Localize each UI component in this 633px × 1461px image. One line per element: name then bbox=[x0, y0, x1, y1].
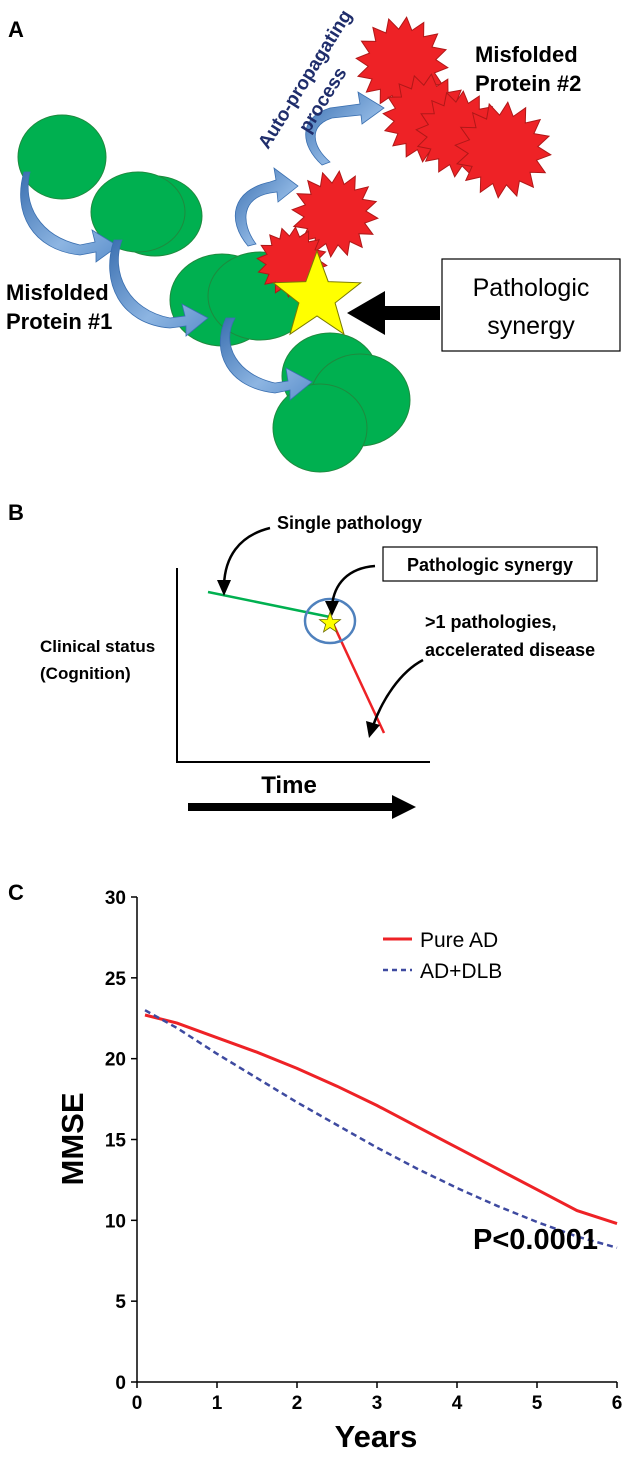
protein2-starburst bbox=[454, 101, 552, 199]
curl-arrow-icon bbox=[20, 171, 119, 263]
protein1-circle bbox=[17, 114, 107, 200]
x-tick-label: 5 bbox=[532, 1393, 543, 1414]
series-line-ad-dlb bbox=[144, 1009, 618, 1250]
multi-pathology-label-line1: >1 pathologies, bbox=[425, 612, 557, 632]
x-axis-label: Years bbox=[335, 1419, 418, 1454]
accelerated-decline-line bbox=[328, 616, 386, 734]
clinical-status-label-line1: Clinical status bbox=[40, 637, 155, 656]
synergy-circle bbox=[303, 597, 357, 645]
protein1-label-line2: Protein #1 bbox=[6, 309, 112, 334]
x-axis-ticks: 0 1 2 3 4 5 6 bbox=[132, 1382, 623, 1414]
y-tick-label: 15 bbox=[105, 1131, 127, 1152]
curl-arrow-icon bbox=[234, 167, 299, 247]
legend: Pure AD AD+DLB bbox=[383, 929, 502, 983]
protein2-starburst bbox=[291, 170, 379, 258]
p-value-label: P<0.0001 bbox=[473, 1224, 598, 1256]
x-tick-label: 3 bbox=[372, 1393, 383, 1414]
y-tick-label: 5 bbox=[115, 1292, 126, 1313]
x-tick-label: 6 bbox=[612, 1393, 623, 1414]
curl-arrow-icon bbox=[109, 239, 209, 337]
panel-a-label: A bbox=[8, 17, 24, 42]
time-label: Time bbox=[261, 772, 317, 799]
synergy-pointer-arrow-icon bbox=[347, 291, 440, 335]
protein2-label-line1: Misfolded bbox=[475, 42, 578, 67]
pathologic-synergy-label: Pathologic synergy bbox=[407, 555, 573, 575]
synergy-star-icon bbox=[271, 249, 363, 336]
synergy-box-line2: synergy bbox=[487, 312, 575, 340]
curl-arrow-icon bbox=[219, 317, 313, 401]
y-tick-label: 10 bbox=[105, 1211, 126, 1232]
y-tick-label: 30 bbox=[105, 888, 126, 909]
clinical-status-label-line2: (Cognition) bbox=[40, 664, 131, 683]
propagation-arrows bbox=[20, 91, 385, 401]
single-pathology-line bbox=[207, 590, 331, 619]
legend-label-pure-ad: Pure AD bbox=[420, 929, 498, 952]
chart-axes bbox=[136, 897, 617, 1383]
single-pathology-label: Single pathology bbox=[277, 513, 422, 533]
x-tick-label: 0 bbox=[132, 1393, 143, 1414]
synergy-mini-star-icon bbox=[318, 610, 342, 633]
curl-arrow-icon bbox=[305, 91, 385, 166]
annotation-arrowheads bbox=[217, 580, 380, 738]
x-tick-label: 4 bbox=[452, 1393, 463, 1414]
panel-c-label: C bbox=[8, 880, 24, 905]
annotation-arrows bbox=[222, 526, 424, 727]
y-axis-label: MMSE bbox=[55, 1093, 90, 1186]
legend-label-ad-dlb: AD+DLB bbox=[420, 960, 502, 983]
panel-b-label: B bbox=[8, 500, 24, 525]
protein1-circle bbox=[90, 171, 186, 253]
time-arrow-icon bbox=[188, 795, 416, 819]
y-tick-label: 20 bbox=[105, 1050, 126, 1071]
synergy-box-line1: Pathologic bbox=[473, 274, 590, 302]
y-axis-ticks: 0 5 10 15 20 25 30 bbox=[105, 888, 137, 1394]
mmse-chart: 0 5 10 15 20 25 30 0 1 2 3 4 5 6 Pure AD AD+DLB P<0.… bbox=[55, 888, 622, 1454]
protein2-label-line2: Protein #2 bbox=[475, 71, 581, 96]
protein1-circle bbox=[272, 383, 368, 473]
protein1-label-line1: Misfolded bbox=[6, 280, 109, 305]
synergy-box bbox=[441, 258, 621, 352]
x-tick-label: 1 bbox=[212, 1393, 223, 1414]
y-tick-label: 25 bbox=[105, 969, 127, 990]
chart-series bbox=[144, 1009, 618, 1250]
panel-b-axes bbox=[176, 568, 430, 763]
x-tick-label: 2 bbox=[292, 1393, 303, 1414]
series-line-pure-ad bbox=[144, 1013, 618, 1226]
pathologic-synergy-box bbox=[382, 546, 598, 582]
y-tick-label: 0 bbox=[115, 1373, 126, 1394]
multi-pathology-label-line2: accelerated disease bbox=[425, 640, 595, 660]
